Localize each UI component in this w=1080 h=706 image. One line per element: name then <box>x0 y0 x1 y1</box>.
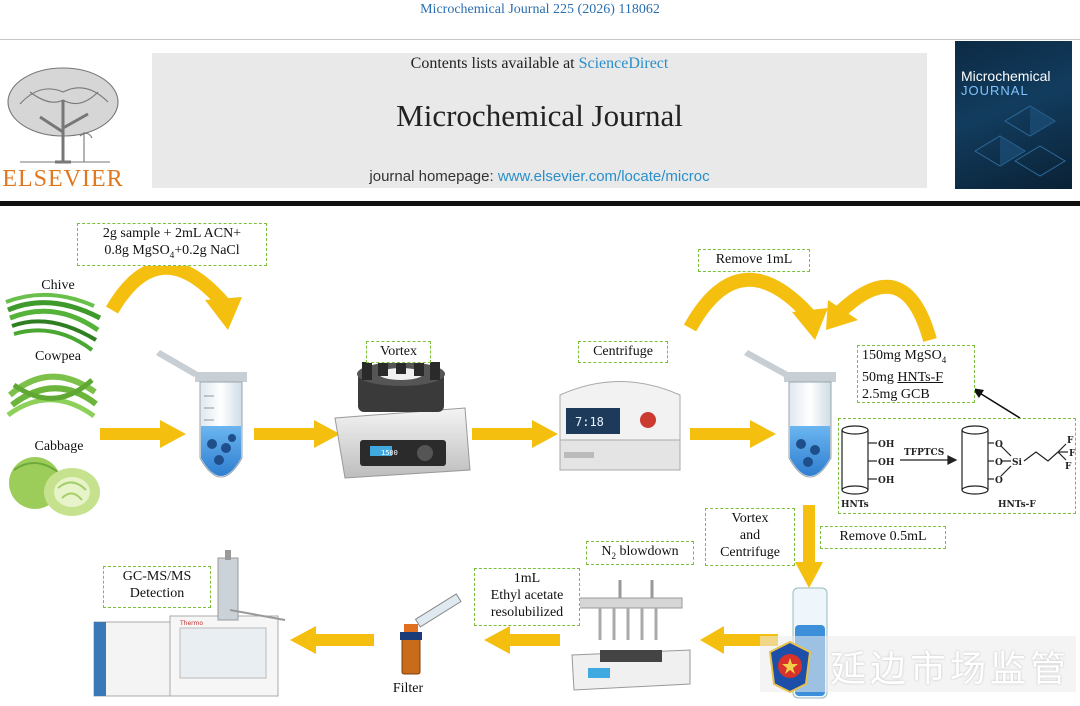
oh-label-1: OH <box>878 440 895 450</box>
hnts-label: HNTs <box>841 500 869 510</box>
header-rule <box>0 201 1080 206</box>
gcms-detection-box: GC-MS/MS Detection <box>103 566 211 608</box>
vortex-mixer-image: 1500 <box>334 356 471 479</box>
journal-banner <box>152 53 927 188</box>
homepage-prefix: journal homepage: <box>369 168 498 185</box>
sorbent-line-2: 50mg HNTs-F <box>862 369 944 385</box>
centrifuge-tube-2 <box>744 350 836 478</box>
journal-citation: Microchemical Journal 225 (2026) 118062 <box>420 2 660 17</box>
o-label-3: O <box>995 476 1003 486</box>
o-label-2: O <box>995 458 1003 468</box>
elsevier-wordmark: ELSEVIER <box>2 166 124 192</box>
curved-arrow-remove-1ml <box>683 273 828 340</box>
nitrogen-blowdown-image <box>571 580 691 691</box>
sciencedirect-link[interactable]: ScienceDirect <box>578 55 669 72</box>
gc-ms-instrument-image: Thermo <box>93 550 286 697</box>
si-label: Si <box>1012 458 1022 468</box>
watermark-backdrop <box>760 636 1076 692</box>
arrow-samples-to-tube <box>100 420 186 448</box>
cover-pattern <box>974 105 1066 177</box>
centrifuge-display: 7:18 <box>575 415 604 429</box>
header-divider <box>0 39 1080 40</box>
reagent-label: TFPTCS <box>904 448 944 458</box>
syringe-filter-image <box>400 593 462 675</box>
cover-title-2: JOURNAL <box>961 83 1029 98</box>
arrow-blowdown-to-filter <box>484 626 560 654</box>
cabbage-image <box>9 457 100 516</box>
cowpea-label: Cowpea <box>35 349 81 364</box>
f-label-2: F <box>1069 449 1076 459</box>
arrow-down-to-vial <box>795 505 823 588</box>
vortex-box: Vortex <box>366 341 431 363</box>
straight-arrows <box>100 420 823 654</box>
arrow-tube-to-vortex <box>254 420 340 448</box>
centrifuge-image: 7:18 <box>559 381 681 471</box>
vortex-centrifuge-box: Vortex and Centrifuge <box>705 508 795 566</box>
thermo-logo: Thermo <box>179 620 203 627</box>
contents-line: Contents lists available at ScienceDirec… <box>152 55 927 73</box>
elsevier-tree-logo <box>7 67 119 164</box>
arrow-vortex-to-centrifuge <box>472 420 558 448</box>
cover-title-1: Microchemical <box>961 68 1051 84</box>
curved-arrow-add-sorbent <box>826 279 937 342</box>
chive-label: Chive <box>41 278 75 293</box>
filter-label: Filter <box>392 681 424 696</box>
cabbage-label: Cabbage <box>34 439 84 454</box>
watermark-text: 延边市场监管 <box>830 649 1071 690</box>
homepage-link[interactable]: www.elsevier.com/locate/microc <box>497 168 710 185</box>
hnts-f-cylinder <box>961 425 1068 495</box>
sorbent-line-1: 150mg MgSO4 <box>862 348 947 365</box>
o-label-1: O <box>995 440 1003 450</box>
remove-05ml-box: Remove 0.5mL <box>820 526 946 549</box>
sorbent-box: 150mg MgSO4 50mg HNTs-F 2.5mg GCB <box>857 345 975 403</box>
resolubilize-box: 1mL Ethyl acetate resolubilized <box>474 568 580 626</box>
vortex-display: 1500 <box>381 449 398 457</box>
homepage-line: journal homepage: www.elsevier.com/locat… <box>152 168 927 185</box>
journal-title: Microchemical Journal <box>396 98 683 133</box>
journal-cover-image <box>955 41 1072 189</box>
hnts-reaction-box <box>838 418 1076 514</box>
centrifuge-box: Centrifuge <box>578 341 668 363</box>
oh-label-2: OH <box>878 458 895 468</box>
n2-blowdown-box: N2 blowdown <box>586 541 694 565</box>
chive-image <box>5 292 102 352</box>
cowpea-image <box>6 373 98 419</box>
f-label-3: F <box>1065 462 1072 472</box>
police-badge-icon <box>768 640 812 694</box>
oh-label-3: OH <box>878 476 895 486</box>
f-label-1: F <box>1067 436 1074 446</box>
hnts-f-pointer-arrow <box>972 388 1021 419</box>
extraction-line-1: 2g sample + 2mL ACN+ <box>102 226 242 241</box>
hnts-reaction-scheme <box>841 425 1068 495</box>
sorbent-line-3: 2.5mg GCB <box>862 386 930 402</box>
centrifuge-tube-1 <box>156 350 247 478</box>
arrow-centrifuge-to-tube <box>690 420 776 448</box>
curved-arrow-add-reagents <box>105 260 242 330</box>
hnts-f-label: HNTs-F <box>998 500 1036 510</box>
arrow-filter-to-gcms <box>290 626 374 654</box>
remove-1ml-box: Remove 1mL <box>698 249 810 272</box>
extraction-reagents-box: 2g sample + 2mL ACN+ 0.8g MgSO4+0.2g NaC… <box>77 223 267 266</box>
reaction-arrow <box>900 455 958 465</box>
contents-prefix: Contents lists available at <box>410 55 579 72</box>
extraction-line-2: 0.8g MgSO4+0.2g NaCl <box>104 243 240 260</box>
hnts-cylinder <box>841 425 877 495</box>
